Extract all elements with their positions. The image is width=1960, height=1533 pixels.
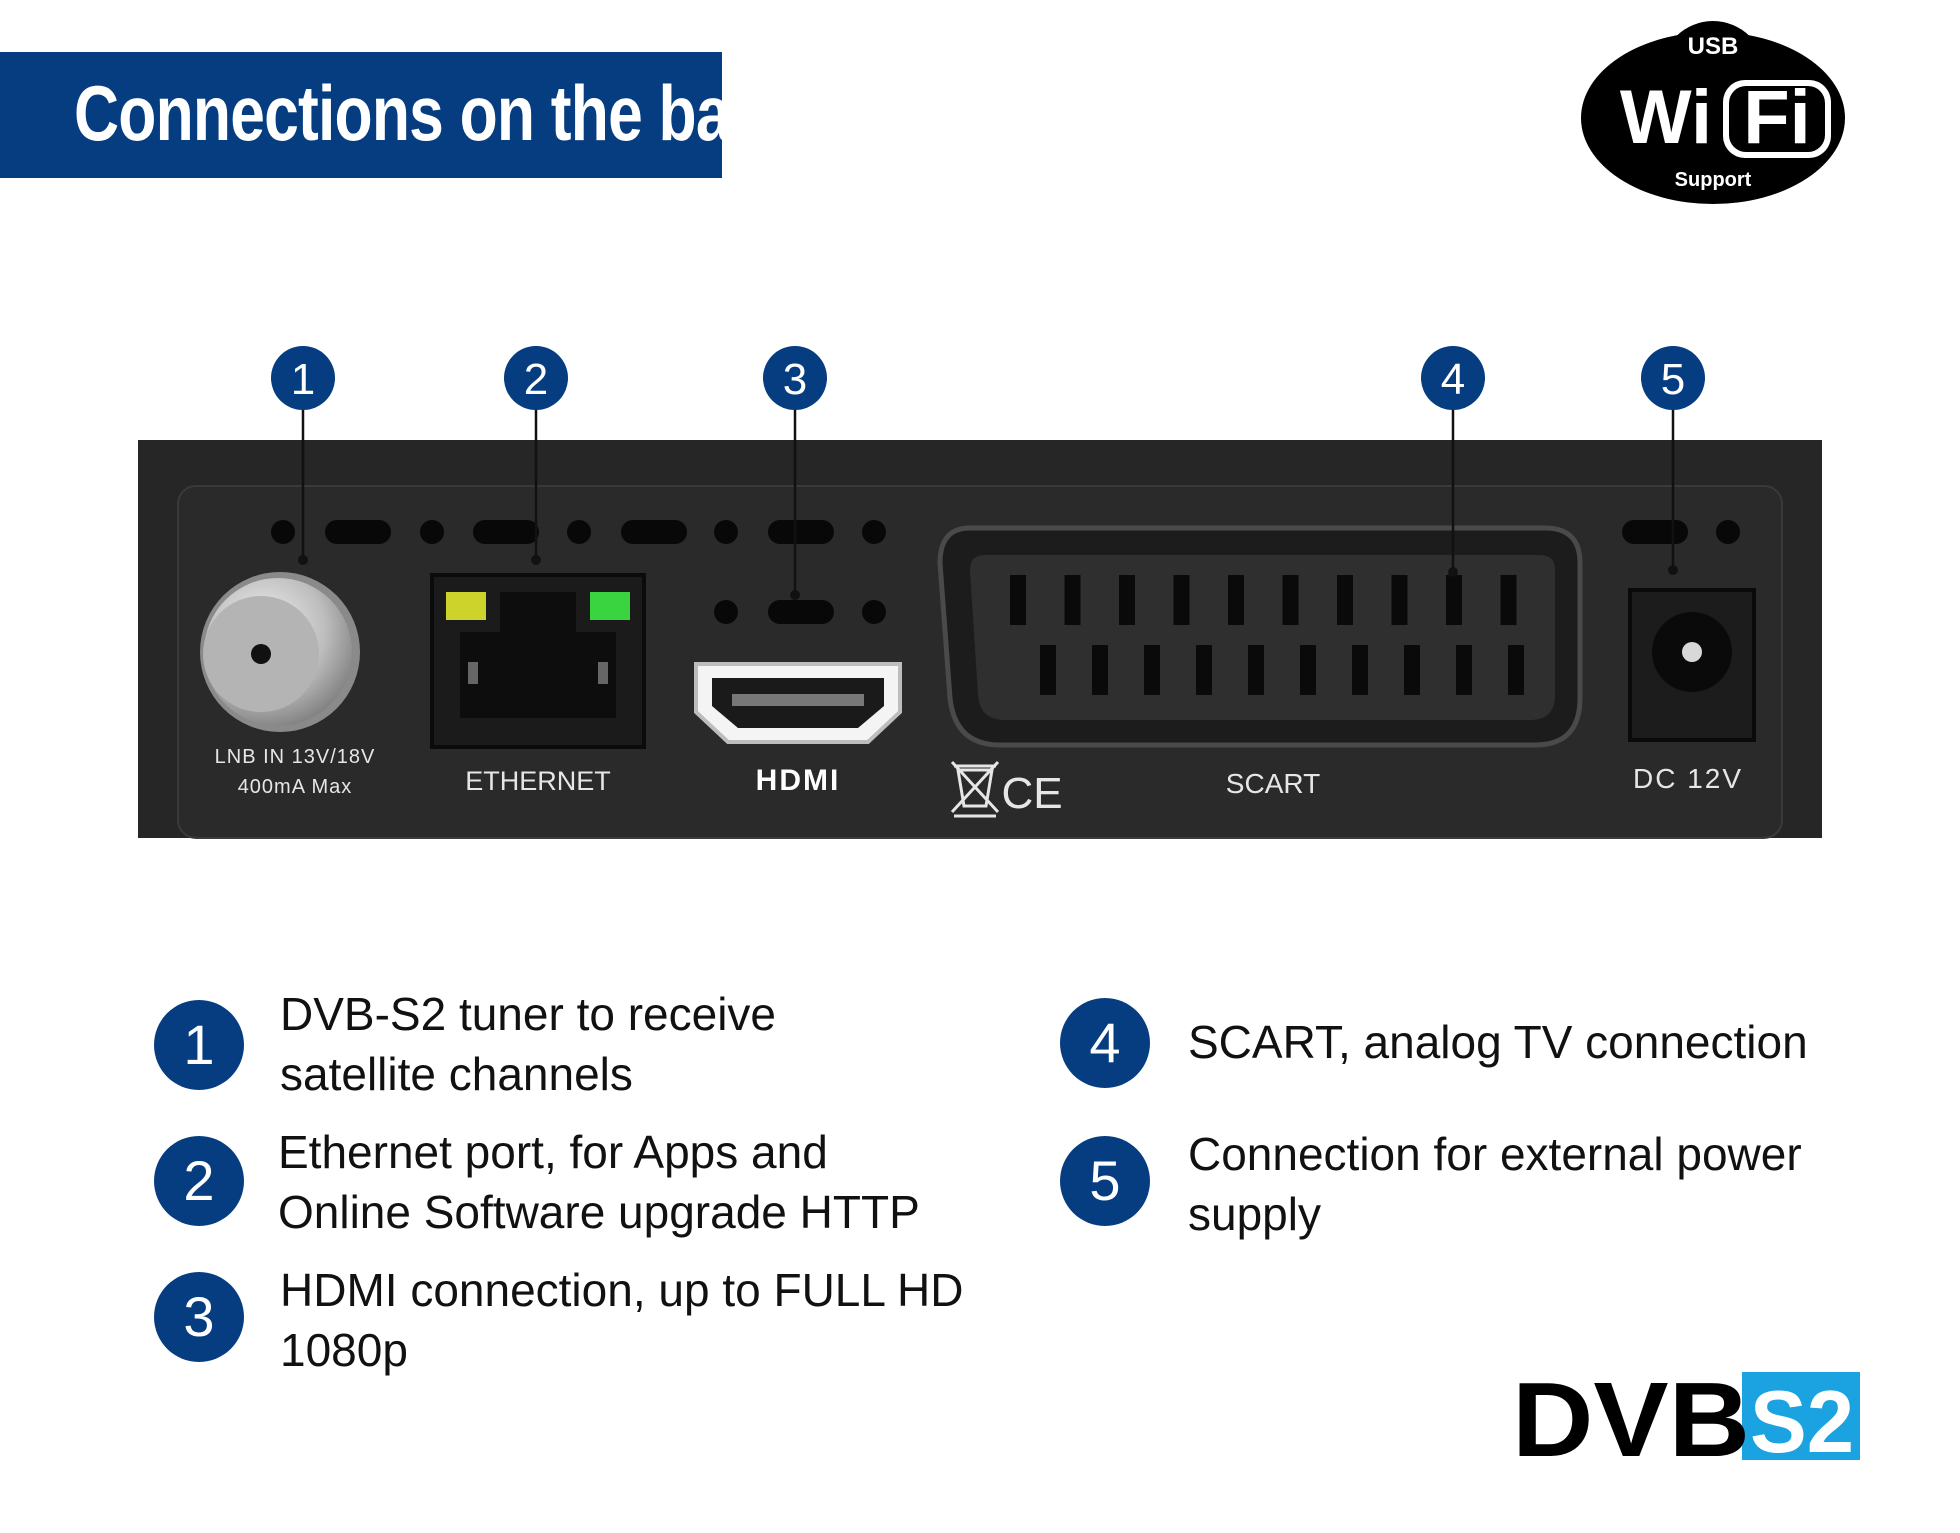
hdmi-label: HDMI <box>756 764 841 797</box>
scart-pin <box>1144 645 1160 695</box>
callout-markers: 1 2 3 4 5 <box>271 346 1705 410</box>
legend-text-4: SCART, analog TV connection <box>1188 1012 1928 1072</box>
callout-3: 3 <box>783 355 807 404</box>
legend-text-3: HDMI connection, up to FULL HD 1080p <box>280 1260 1140 1380</box>
scart-port <box>937 525 1583 748</box>
callout-5: 5 <box>1661 355 1685 404</box>
legend-number-2: 2 <box>154 1136 244 1226</box>
legend-text-5: Connection for external power supply <box>1188 1124 1928 1244</box>
scart-pin <box>1282 575 1299 625</box>
legend-text-2-line1: Ethernet port, for Apps and <box>278 1126 828 1178</box>
scart-pin <box>1040 645 1056 695</box>
scart-pin <box>1064 575 1081 625</box>
dvb-logo-dvb: DVB <box>1512 1361 1750 1460</box>
scart-pin <box>1092 645 1108 695</box>
scart-pin <box>1248 645 1264 695</box>
legend-text-3-line2: 1080p <box>280 1324 408 1376</box>
scart-pin <box>1456 645 1472 695</box>
scart-pin <box>1173 575 1190 625</box>
weee-bin-icon <box>950 760 1000 818</box>
callout-lines <box>301 404 1675 595</box>
scart-pin <box>1300 645 1316 695</box>
header-banner: Connections on the back <box>0 52 798 178</box>
scart-pin <box>1404 645 1420 695</box>
lnb-f-connector <box>200 572 360 732</box>
vent-holes <box>271 520 1740 624</box>
legend-text-3-line1: HDMI connection, up to FULL HD <box>280 1264 964 1316</box>
scart-pin <box>1500 575 1517 625</box>
lnb-label-line1: LNB IN 13V/18V <box>215 746 376 768</box>
callout-1: 1 <box>291 355 315 404</box>
wifi-logo-wi: Wi <box>1620 75 1712 160</box>
scart-pin <box>1446 575 1462 625</box>
legend-text-2: Ethernet port, for Apps and Online Softw… <box>278 1122 1138 1242</box>
page-title: Connections on the back <box>74 69 798 157</box>
callout-4: 4 <box>1441 355 1465 404</box>
scart-pin <box>1391 575 1408 625</box>
legend-number-5: 5 <box>1060 1136 1150 1226</box>
legend-text-1-line2: satellite channels <box>280 1048 633 1100</box>
wifi-logo-usb: USB <box>1688 33 1739 60</box>
scart-pin <box>1196 645 1212 695</box>
lnb-label-line2: 400mA Max <box>238 776 353 798</box>
ethernet-port <box>430 573 646 749</box>
ce-mark: CE <box>1001 769 1062 818</box>
scart-pin <box>1010 575 1026 625</box>
hdmi-port <box>694 662 902 744</box>
scart-pin <box>1228 575 1244 625</box>
scart-pin <box>1508 645 1524 695</box>
scart-pin <box>1352 645 1368 695</box>
legend-number-4: 4 <box>1060 998 1150 1088</box>
legend-text-5-line2: supply <box>1188 1188 1321 1240</box>
dvb-s2-logo: DVB S2 <box>1512 1361 1860 1460</box>
usb-wifi-support-logo: USB Wi Fi Support <box>1581 21 1845 204</box>
legend-text-4-line1: SCART, analog TV connection <box>1188 1016 1808 1068</box>
dvb-logo-s2: S2 <box>1750 1372 1854 1460</box>
dc-label: DC 12V <box>1633 763 1743 794</box>
dc-power-jack <box>1628 588 1756 742</box>
device-rear-panel: LNB IN 13V/18V 400mA Max ETHERNET HDMI C… <box>138 346 1822 839</box>
legend-number-1: 1 <box>154 1000 244 1090</box>
ethernet-label: ETHERNET <box>465 766 611 796</box>
wifi-logo-support: Support <box>1675 169 1752 191</box>
scart-pin <box>1119 575 1135 625</box>
legend-text-2-line2: Online Software upgrade HTTP <box>278 1186 920 1238</box>
wifi-logo-fi: Fi <box>1743 75 1811 160</box>
scart-pin <box>1337 575 1353 625</box>
scart-label: SCART <box>1226 768 1320 799</box>
legend-text-1-line1: DVB-S2 tuner to receive <box>280 988 777 1040</box>
legend-text-5-line1: Connection for external power <box>1188 1128 1802 1180</box>
legend-number-3: 3 <box>154 1272 244 1362</box>
callout-dots <box>298 555 1678 600</box>
legend-text-1: DVB-S2 tuner to receive satellite channe… <box>280 984 1040 1104</box>
callout-2: 2 <box>524 355 548 404</box>
